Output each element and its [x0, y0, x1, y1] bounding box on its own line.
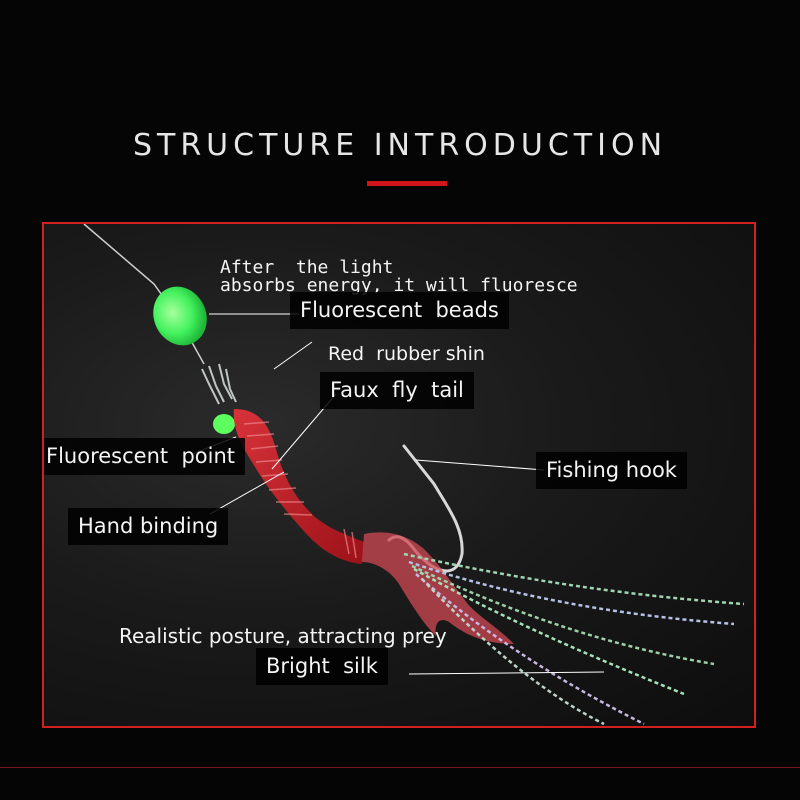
- label-red-rubber-shin: Red rubber shin: [328, 343, 485, 365]
- bright-silk-strands: [403, 552, 745, 726]
- red-rubber-shin: [233, 409, 364, 564]
- title-underline: [367, 181, 447, 186]
- lure-illustration: [83, 224, 745, 726]
- product-image-panel: After the light absorbs energy, it will …: [42, 222, 756, 728]
- fluorescent-point: [213, 414, 235, 434]
- light-note-line1: After the light: [220, 257, 394, 278]
- label-hand-binding: Hand binding: [68, 508, 229, 545]
- fluorescent-bead: [153, 286, 207, 346]
- label-faux-fly-tail: Faux fly tail: [320, 372, 474, 409]
- top-tassels: [201, 363, 237, 405]
- label-fluorescent-point: Fluorescent point: [44, 438, 246, 475]
- label-realistic-posture: Realistic posture, attracting prey: [119, 624, 447, 648]
- bottom-divider: [0, 767, 800, 768]
- hand-binding-wraps: [243, 421, 357, 559]
- label-fishing-hook: Fishing hook: [536, 452, 687, 489]
- light-note-line2: absorbs energy, it will fluoresce: [220, 275, 578, 296]
- label-fluorescent-beads: Fluorescent beads: [290, 292, 509, 329]
- page-title: STRUCTURE INTRODUCTION: [132, 128, 668, 163]
- faux-fly-tail: [362, 532, 514, 644]
- label-bright-silk: Bright silk: [256, 648, 388, 685]
